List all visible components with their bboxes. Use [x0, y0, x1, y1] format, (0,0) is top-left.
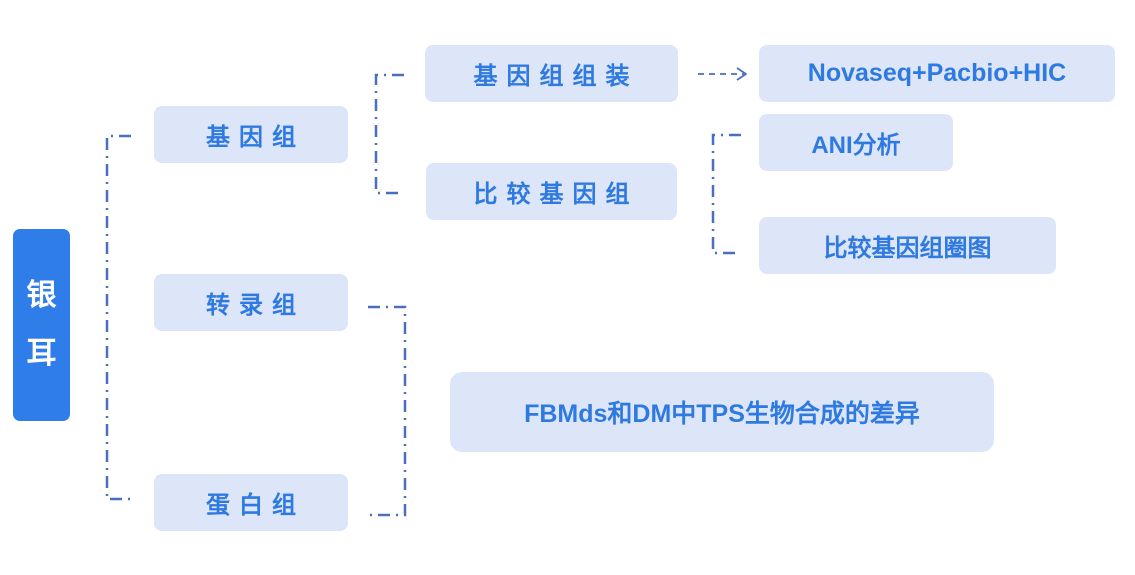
- root-char-1: 银: [26, 279, 57, 312]
- node-ani-analysis: ANI分析: [759, 114, 953, 171]
- bracket-omics-to-tps: [368, 305, 407, 517]
- node-tps-biosynthesis: FBMds和DM中TPS生物合成的差异: [450, 372, 994, 452]
- root-char-2: 耳: [26, 337, 57, 370]
- bracket-comparative-to-analyses: [711, 133, 741, 255]
- bracket-root-to-omics: [105, 134, 135, 501]
- node-comparative-circos: 比较基因组圈图: [759, 217, 1056, 274]
- node-genome-assembly: 基因组组装: [425, 45, 678, 102]
- arrow-head: [736, 67, 747, 81]
- node-comparative-genomics: 比较基因组: [426, 163, 677, 220]
- node-transcriptome: 转录组: [154, 274, 348, 331]
- root-node-tremella: 银 耳: [13, 229, 70, 421]
- bracket-genome-to-subtasks: [374, 73, 404, 195]
- node-sequencing-platforms: Novaseq+Pacbio+HIC: [759, 45, 1115, 102]
- node-genome: 基因组: [154, 106, 348, 163]
- node-proteome: 蛋白组: [154, 474, 348, 531]
